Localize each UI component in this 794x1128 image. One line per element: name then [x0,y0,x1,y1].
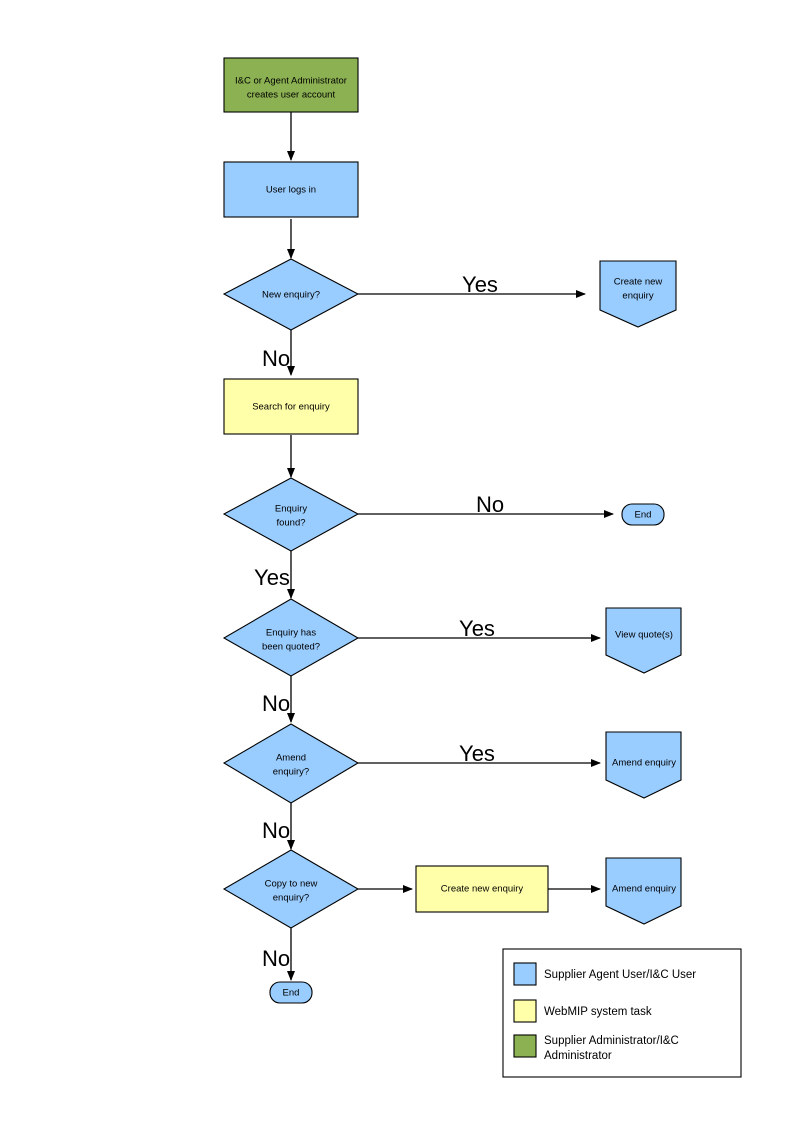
enquiry-found-decision-label-line2: found? [276,518,305,529]
view-quotes-label: View quote(s) [615,630,673,641]
node-create-user-account[interactable]: I&C or Agent Administrator creates user … [223,57,359,113]
edge-label-no-new-enquiry: No [262,346,290,371]
enquiry-found-decision-label-line1: Enquiry [275,504,307,515]
amend-enquiry-decision-label-line2: enquiry? [273,767,309,778]
node-end-terminator-top[interactable]: End [621,503,665,526]
create-new-enquiry-bottom-shape[interactable] [415,865,549,913]
node-amend-enquiry-action-upper[interactable]: Amend enquiry [605,731,682,799]
node-enquiry-quoted-decision[interactable]: Enquiry has been quoted? [222,598,360,677]
end-terminator-top-label: End [635,510,652,521]
end-terminator-top-shape[interactable] [621,503,665,526]
edge-label-yes-enquiry-found: Yes [254,565,290,590]
legend-box [502,948,742,1078]
edge-label-no-enquiry-quoted: No [262,691,290,716]
edge-label-yes-new-enquiry: Yes [462,272,498,297]
node-search-for-enquiry[interactable]: Search for enquiry [223,378,359,435]
amend-enquiry-action-upper-label: Amend enquiry [612,758,676,769]
amend-enquiry-decision-shape[interactable] [222,723,360,804]
node-amend-enquiry-action-lower[interactable]: Amend enquiry [605,857,682,925]
copy-to-new-enquiry-decision-label-line2: enquiry? [273,893,309,904]
copy-to-new-enquiry-decision-shape[interactable] [222,849,360,929]
edge-label-no-amend-enquiry: No [262,818,290,843]
amend-enquiry-decision-label-line1: Amend [276,753,306,764]
end-terminator-bottom-shape[interactable] [269,981,313,1004]
node-amend-enquiry-decision[interactable]: Amend enquiry? [222,723,360,804]
node-copy-to-new-enquiry-decision[interactable]: Copy to new enquiry? [222,849,360,929]
amend-enquiry-action-lower-label: Amend enquiry [612,884,676,895]
create-new-enquiry-top-label-line1: Create new [614,277,663,288]
user-logs-in-label: User logs in [266,185,316,196]
create-new-enquiry-bottom-label: Create new enquiry [441,884,524,895]
edge-label-no-copy-to-new: No [262,946,290,971]
new-enquiry-decision-label: New enquiry? [262,290,320,301]
legend-swatch-admin [513,1034,537,1058]
connectors [287,112,614,981]
node-new-enquiry-decision[interactable]: New enquiry? [222,258,360,331]
create-new-enquiry-top-shape[interactable] [599,260,677,328]
amend-enquiry-action-upper-shape[interactable] [605,731,682,799]
amend-enquiry-action-lower-shape[interactable] [605,857,682,925]
edge-label-no-enquiry-found: No [476,492,504,517]
create-user-account-label-line1: I&C or Agent Administrator [235,76,347,87]
legend-swatch-system [513,999,537,1023]
copy-to-new-enquiry-decision-label-line1: Copy to new [265,879,318,890]
node-create-new-enquiry-top[interactable]: Create new enquiry [599,260,677,328]
search-for-enquiry-shape[interactable] [223,378,359,435]
search-for-enquiry-label: Search for enquiry [252,402,330,413]
node-enquiry-found-decision[interactable]: Enquiry found? [222,477,360,552]
edge-label-yes-enquiry-quoted: Yes [459,616,495,641]
enquiry-quoted-decision-label-line1: Enquiry has [266,628,316,639]
new-enquiry-decision-shape[interactable] [222,258,360,331]
legend-label-system: WebMIP system task [544,1006,652,1018]
create-new-enquiry-top-label-line2: enquiry [622,291,653,302]
edge-labels: Yes No No Yes Yes No Yes No No [254,272,504,971]
legend-label-user: Supplier Agent User/I&C User [544,969,696,981]
end-terminator-bottom-label: End [283,988,300,999]
edge-label-yes-amend-enquiry: Yes [459,741,495,766]
enquiry-found-decision-shape[interactable] [222,477,360,552]
enquiry-quoted-decision-shape[interactable] [222,598,360,677]
node-create-new-enquiry-bottom[interactable]: Create new enquiry [415,865,549,913]
user-logs-in-shape[interactable] [223,161,359,218]
legend-swatch-user [513,962,537,986]
legend: Supplier Agent User/I&C User WebMIP syst… [502,948,742,1078]
node-view-quotes[interactable]: View quote(s) [605,607,682,674]
legend-label-admin-line2: Administrator [544,1050,612,1062]
create-user-account-shape[interactable] [223,57,359,113]
node-user-logs-in[interactable]: User logs in [223,161,359,218]
create-user-account-label-line2: creates user account [247,90,336,101]
view-quotes-shape[interactable] [605,607,682,674]
node-end-terminator-bottom[interactable]: End [269,981,313,1004]
legend-label-admin-line1: Supplier Administrator/I&C [544,1035,679,1047]
enquiry-quoted-decision-label-line2: been quoted? [262,642,320,653]
